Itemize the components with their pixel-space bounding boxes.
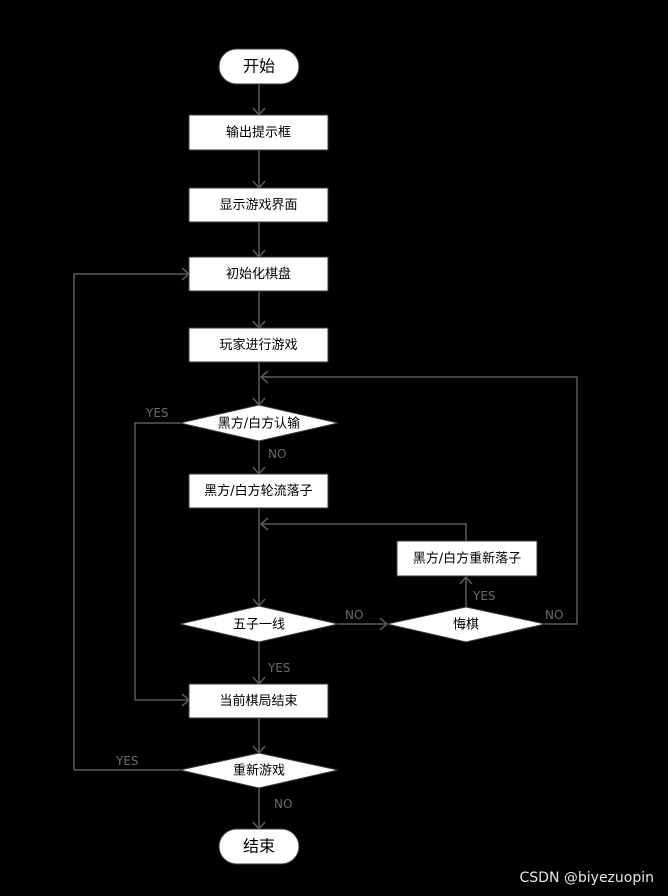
label-resign-yes: YES xyxy=(145,406,169,420)
label-five-yes: YES xyxy=(267,661,291,675)
edge-undo-no-loop xyxy=(261,376,578,625)
edge-restart-yes xyxy=(73,273,189,771)
resign-check-label: 黑方/白方认输 xyxy=(218,416,300,432)
player-play-box xyxy=(188,327,329,363)
node-re-place: 黑方/白方重新落子 xyxy=(396,540,538,577)
start-label: 开始 xyxy=(243,57,275,76)
label-undo-yes: YES xyxy=(472,589,496,603)
output-prompt-label: 输出提示框 xyxy=(226,125,291,141)
node-init-board: 初始化棋盘 xyxy=(188,256,329,292)
edges xyxy=(73,84,578,831)
init-board-box xyxy=(188,256,329,292)
re-place-box xyxy=(396,540,538,577)
take-turns-box xyxy=(188,473,329,509)
label-resign-no: NO xyxy=(268,447,286,461)
restart-diamond xyxy=(179,752,339,789)
edge-labels: YES NO NO YES YES NO YES NO xyxy=(115,406,563,811)
edge-replace-loop xyxy=(261,523,467,541)
undo-diamond xyxy=(386,606,546,643)
game-over-box xyxy=(188,683,329,719)
label-restart-yes: YES xyxy=(115,754,139,768)
show-ui-box xyxy=(188,187,329,223)
node-game-over: 当前棋局结束 xyxy=(188,683,329,719)
node-end: 结束 xyxy=(218,828,300,865)
five-in-row-label: 五子一线 xyxy=(233,618,285,633)
arrowhead xyxy=(259,370,269,384)
edge-resign-yes xyxy=(134,422,189,701)
undo-label: 悔棋 xyxy=(453,618,479,633)
node-undo: 悔棋 xyxy=(386,606,546,643)
node-show-ui: 显示游戏界面 xyxy=(188,187,329,223)
re-place-label: 黑方/白方重新落子 xyxy=(413,551,521,567)
end-label: 结束 xyxy=(243,837,275,856)
start-terminal xyxy=(218,48,300,85)
init-board-label: 初始化棋盘 xyxy=(226,266,291,282)
arrowhead xyxy=(259,517,269,531)
label-undo-no: NO xyxy=(545,608,563,622)
node-start: 开始 xyxy=(218,48,300,85)
node-five-in-row: 五子一线 xyxy=(179,605,339,643)
take-turns-label: 黑方/白方轮流落子 xyxy=(204,483,312,499)
node-take-turns: 黑方/白方轮流落子 xyxy=(188,473,329,509)
node-resign-check: 黑方/白方认输 xyxy=(179,404,339,442)
label-five-no: NO xyxy=(345,608,363,622)
player-play-label: 玩家进行游戏 xyxy=(219,337,297,353)
node-output-prompt: 输出提示框 xyxy=(188,114,329,151)
restart-label: 重新游戏 xyxy=(233,763,285,779)
node-restart: 重新游戏 xyxy=(179,752,339,789)
arrowhead xyxy=(459,575,473,585)
resign-check-diamond xyxy=(179,404,339,442)
game-over-label: 当前棋局结束 xyxy=(219,693,297,709)
watermark: CSDN @biyezuopin xyxy=(519,870,654,886)
show-ui-label: 显示游戏界面 xyxy=(219,198,297,213)
output-prompt-box xyxy=(188,114,329,151)
five-in-row-diamond xyxy=(179,605,339,643)
label-restart-no: NO xyxy=(274,797,292,811)
node-player-play: 玩家进行游戏 xyxy=(188,327,329,363)
end-terminal xyxy=(218,828,300,865)
